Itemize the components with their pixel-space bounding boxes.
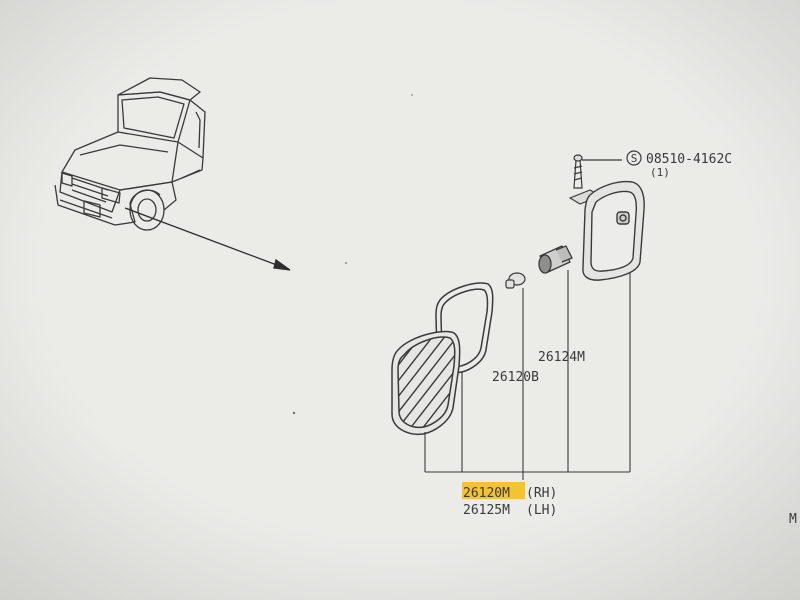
leader-lines (424, 270, 631, 480)
lamp-housing-part (582, 180, 645, 281)
housing-part-number: 26124M (538, 350, 585, 365)
screw-quantity: (1) (650, 166, 670, 179)
gasket-part (435, 282, 494, 374)
screw-prefix-symbol: S (631, 152, 638, 165)
assembly-lh-number: 26125M (463, 503, 510, 518)
socket-part (538, 245, 573, 274)
screw-part-number: 08510-4162C (646, 152, 732, 167)
assembly-rh-side: (RH) (526, 486, 557, 501)
screw-callout: S 08510-4162C (1) (626, 150, 732, 179)
paper-specks (292, 94, 413, 415)
assembly-rh-number: 26120M (463, 486, 510, 501)
vehicle-illustration (54, 77, 206, 231)
bulb-part (505, 272, 526, 289)
bulb-part-number: 26120B (492, 370, 539, 385)
rh-highlight (462, 482, 525, 499)
location-arrow (124, 207, 291, 271)
edge-fragment-text: M (789, 512, 797, 527)
service-symbol-icon (626, 150, 642, 166)
assembly-lh-side: (LH) (526, 503, 557, 518)
lens-part (391, 330, 461, 436)
